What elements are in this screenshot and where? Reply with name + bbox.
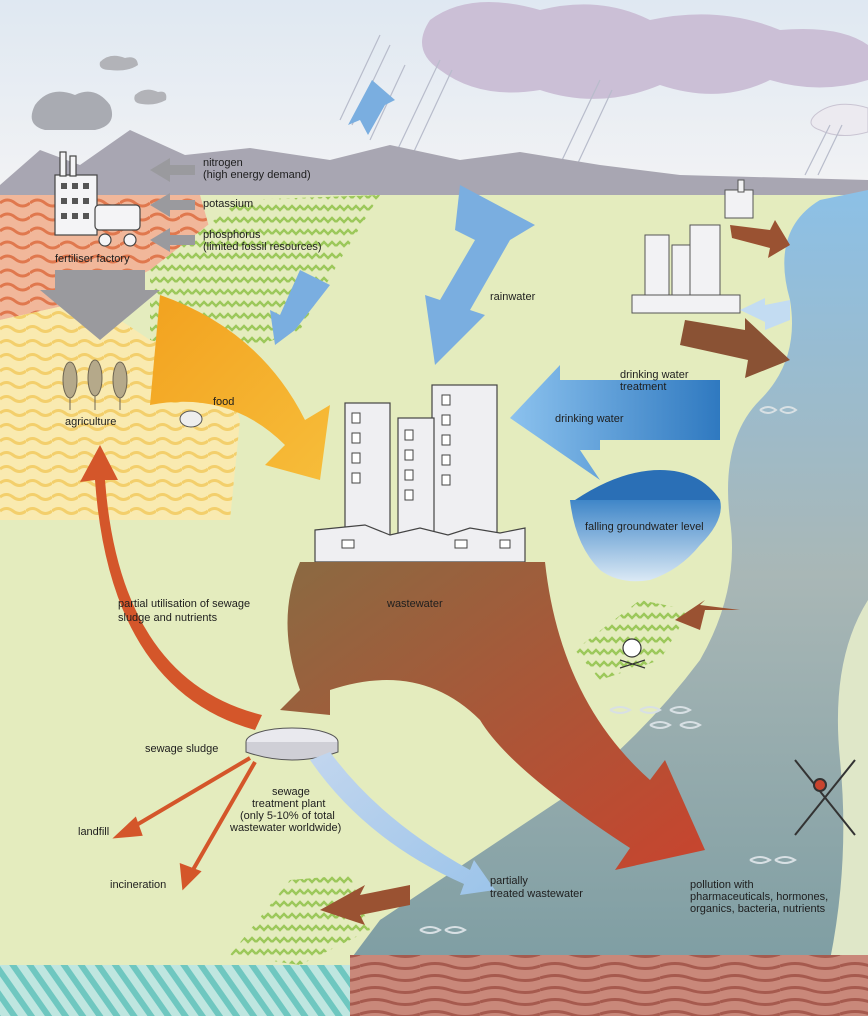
field-green-3 bbox=[230, 875, 370, 965]
label-food: food bbox=[213, 396, 234, 408]
label-incineration: incineration bbox=[110, 879, 166, 891]
label-falling-groundwater: falling groundwater level bbox=[585, 521, 704, 533]
river-bank bbox=[830, 600, 868, 960]
food-arrow bbox=[150, 295, 330, 480]
label-partial-utilisation-2: sludge and nutrients bbox=[118, 612, 218, 624]
label-drinking-water-treatment: drinking water bbox=[620, 369, 689, 381]
label-partially-treated: partially bbox=[490, 875, 528, 887]
label-drinking-water: drinking water bbox=[555, 413, 624, 425]
toxic-outflow-arrow bbox=[675, 600, 740, 630]
factory-icon bbox=[54, 151, 141, 247]
label-pollution-3: organics, bacteria, nutrients bbox=[690, 903, 826, 915]
label-pollution-2: pharmaceuticals, hormones, bbox=[690, 891, 828, 903]
groundwater bbox=[570, 500, 721, 582]
label-phosphorus-note: (limited fossil resources) bbox=[203, 241, 322, 253]
label-landfill: landfill bbox=[78, 826, 109, 838]
label-nitrogen: nitrogen bbox=[203, 157, 243, 169]
label-pollution: pollution with bbox=[690, 879, 754, 891]
label-plant-1: sewage bbox=[272, 786, 310, 798]
treatment-outflow-arrow bbox=[730, 220, 790, 258]
label-nitrogen-note: (high energy demand) bbox=[203, 169, 311, 181]
city-icon bbox=[631, 224, 741, 314]
skull-icon bbox=[619, 638, 646, 669]
label-fertiliser-factory: fertiliser factory bbox=[55, 253, 130, 265]
label-potassium: potassium bbox=[203, 198, 253, 210]
intake-arrow bbox=[740, 298, 790, 330]
label-partially-treated-2: treated wastewater bbox=[490, 888, 583, 900]
label-drinking-water-treatment-2: treatment bbox=[620, 381, 666, 393]
river bbox=[350, 190, 868, 960]
wastewater-arrow bbox=[280, 562, 705, 870]
cloud-icon bbox=[134, 89, 167, 105]
cloud-icon bbox=[99, 55, 138, 71]
label-rainwater: rainwater bbox=[490, 291, 536, 303]
label-partial-utilisation: partial utilisation of sewage bbox=[118, 598, 250, 610]
partially-treated-arrow bbox=[310, 752, 495, 895]
cloud-icon bbox=[810, 103, 868, 136]
groundwater-top bbox=[575, 470, 720, 500]
label-sewage-sludge: sewage sludge bbox=[145, 743, 218, 755]
city-icon bbox=[314, 384, 526, 563]
label-wastewater: wastewater bbox=[386, 598, 443, 610]
sludge-disposal-arrows bbox=[112, 756, 257, 891]
sea bbox=[0, 965, 350, 1016]
no-bathing-icon bbox=[794, 759, 856, 836]
label-phosphorus: phosphorus bbox=[203, 229, 261, 241]
field-orange bbox=[0, 195, 210, 320]
drinking-water-arrow bbox=[510, 365, 720, 480]
treatment-plant-icon bbox=[724, 179, 754, 219]
label-plant-3: (only 5-10% of total bbox=[240, 810, 335, 822]
bedrock bbox=[350, 955, 868, 1016]
wheat-icon bbox=[62, 359, 128, 410]
fertiliser-arrows bbox=[40, 158, 195, 340]
bread-icon bbox=[179, 410, 203, 428]
cloud-icon bbox=[422, 2, 868, 99]
label-agriculture: agriculture bbox=[65, 416, 116, 428]
irrigation-arrow bbox=[320, 885, 410, 925]
label-plant-4: wastewater worldwide) bbox=[229, 822, 341, 834]
label-plant-2: treatment plant bbox=[252, 798, 325, 810]
rainwater-arrows bbox=[270, 80, 535, 365]
cloud-icon bbox=[31, 91, 113, 130]
hills bbox=[0, 130, 868, 210]
fish-icon bbox=[419, 406, 798, 934]
sludge-reuse-arrow bbox=[80, 445, 262, 730]
city-outflow-arrow bbox=[680, 318, 790, 378]
